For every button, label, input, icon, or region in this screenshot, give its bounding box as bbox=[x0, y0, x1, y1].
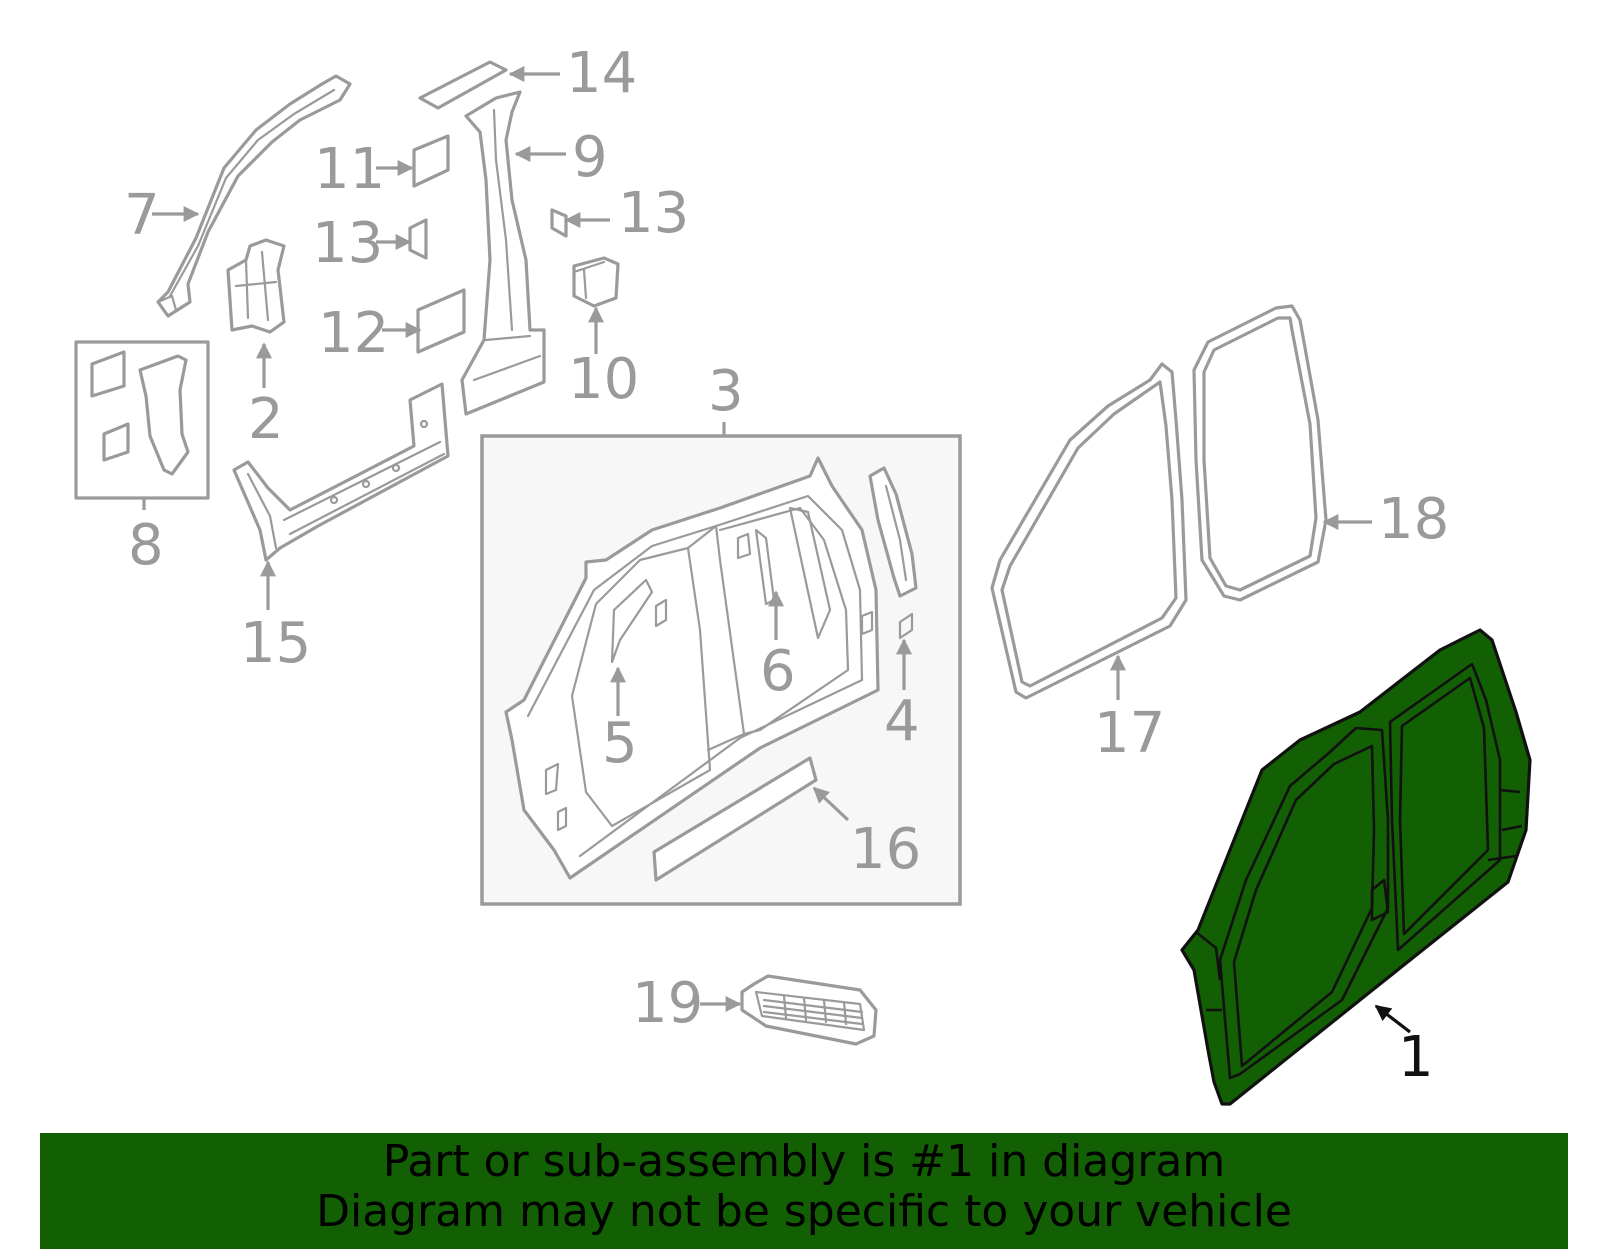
part-10-bracket[interactable] bbox=[572, 256, 620, 308]
part-17-door-seal[interactable] bbox=[990, 362, 1188, 700]
leader-lines bbox=[142, 66, 1411, 1034]
callout-8[interactable]: 8 bbox=[128, 513, 164, 578]
callout-17[interactable]: 17 bbox=[1094, 701, 1165, 766]
part-19-vent[interactable] bbox=[740, 974, 878, 1046]
callout-9[interactable]: 9 bbox=[572, 125, 608, 190]
part-1-body-side-panel[interactable] bbox=[1180, 628, 1532, 1106]
part-9-b-pillar[interactable] bbox=[460, 90, 546, 416]
callout-16[interactable]: 16 bbox=[850, 817, 921, 882]
banner-line-part-note: Part or sub-assembly is #1 in diagram bbox=[382, 1136, 1226, 1187]
callout-1[interactable]: 1 bbox=[1398, 1025, 1434, 1090]
callout-11[interactable]: 11 bbox=[314, 137, 385, 202]
part-2-bracket[interactable] bbox=[226, 238, 286, 334]
callout-10[interactable]: 10 bbox=[568, 347, 639, 412]
info-banner: Part or sub-assembly is #1 in diagram Di… bbox=[40, 1133, 1568, 1249]
callout-5[interactable]: 5 bbox=[602, 711, 638, 776]
part-8-group[interactable] bbox=[74, 340, 210, 500]
part-13-patch-left[interactable] bbox=[408, 218, 428, 260]
part-12-patch[interactable] bbox=[416, 288, 466, 354]
part-18-door-seal[interactable] bbox=[1192, 304, 1328, 602]
part-13-patch-right[interactable] bbox=[550, 208, 568, 238]
part-7-roof-rail[interactable] bbox=[156, 74, 352, 318]
callout-19[interactable]: 19 bbox=[632, 971, 703, 1036]
part-14-cap[interactable] bbox=[418, 60, 508, 110]
callout-labels: 1 2 3 4 5 6 7 8 9 10 11 12 13 13 14 15 1… bbox=[124, 41, 1449, 1090]
callout-13-right[interactable]: 13 bbox=[618, 181, 689, 246]
callout-7[interactable]: 7 bbox=[124, 183, 160, 248]
callout-18[interactable]: 18 bbox=[1378, 487, 1449, 552]
callout-6[interactable]: 6 bbox=[760, 639, 796, 704]
banner-line-disclaimer: Diagram may not be specific to your vehi… bbox=[316, 1186, 1292, 1237]
callout-12[interactable]: 12 bbox=[318, 301, 389, 366]
part-3-group[interactable] bbox=[480, 434, 962, 906]
callout-3[interactable]: 3 bbox=[708, 359, 744, 424]
callout-13-left[interactable]: 13 bbox=[312, 211, 383, 276]
part-11-patch[interactable] bbox=[412, 134, 450, 188]
part-15-rocker[interactable] bbox=[232, 382, 450, 562]
callout-2[interactable]: 2 bbox=[248, 387, 284, 452]
callout-14[interactable]: 14 bbox=[566, 41, 637, 106]
callout-15[interactable]: 15 bbox=[240, 611, 311, 676]
callout-4[interactable]: 4 bbox=[884, 689, 920, 754]
